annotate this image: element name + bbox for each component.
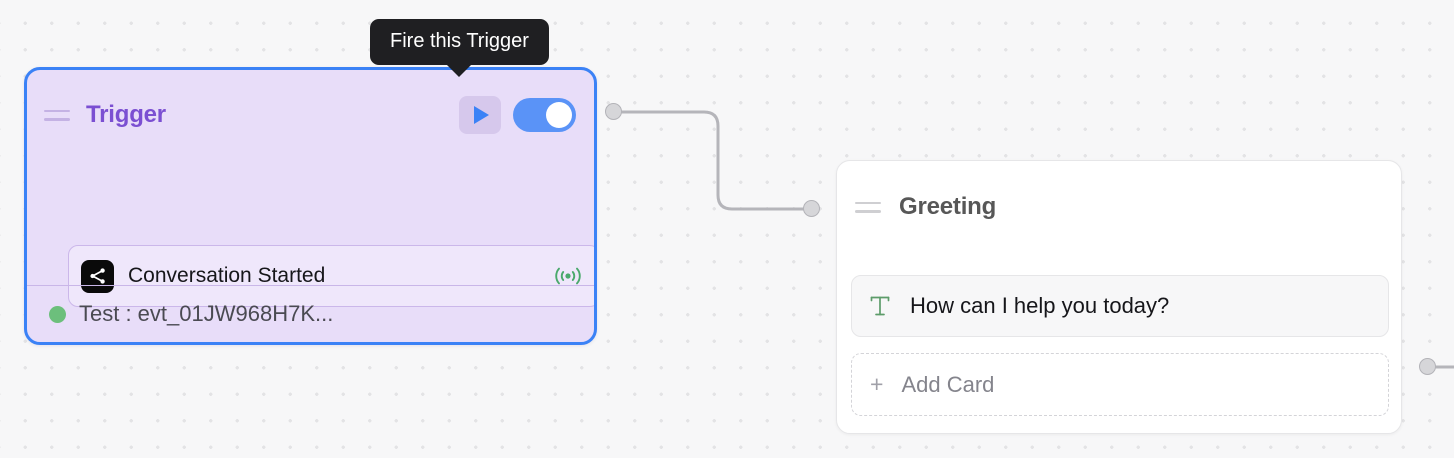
play-icon <box>474 106 489 124</box>
status-badge <box>49 305 66 323</box>
add-card-label: Add Card <box>901 371 995 397</box>
tooltip-text: Fire this Trigger <box>390 30 529 52</box>
plus-icon: + <box>870 371 884 397</box>
trigger-test-label: Test : evt_01JW968H7K... <box>79 301 334 326</box>
text-type-icon <box>868 293 892 319</box>
share-nodes-icon <box>81 259 114 293</box>
greeting-text-card[interactable]: How can I help you today? <box>851 275 1389 337</box>
trigger-test-row[interactable]: Test : evt_01JW968H7K... <box>27 286 594 342</box>
port-trigger-output[interactable] <box>605 103 622 120</box>
drag-handle-icon[interactable] <box>855 198 881 216</box>
toggle-knob <box>546 102 572 128</box>
trigger-node-header: Trigger <box>27 70 594 160</box>
drag-handle-icon[interactable] <box>44 106 70 124</box>
fire-trigger-tooltip: Fire this Trigger <box>370 19 549 65</box>
add-card-button[interactable]: + Add Card <box>851 353 1389 416</box>
trigger-enabled-toggle[interactable] <box>513 98 576 132</box>
port-greeting-output[interactable] <box>1419 358 1436 375</box>
page-title-greeting: Greeting <box>899 193 997 220</box>
fire-trigger-button[interactable] <box>459 96 501 134</box>
trigger-divider <box>27 285 594 286</box>
greeting-node-header: Greeting <box>837 161 1401 253</box>
trigger-event-label: Conversation Started <box>128 264 326 287</box>
trigger-event-card[interactable]: Conversation Started <box>68 245 594 307</box>
port-greeting-input[interactable] <box>803 200 820 217</box>
greeting-message-text: How can I help you today? <box>910 293 1170 318</box>
node-trigger[interactable]: Trigger Conversation Started <box>24 67 597 345</box>
node-greeting[interactable]: Greeting How can I help you today? + Add… <box>836 160 1402 434</box>
edge-trigger-to-greeting <box>620 110 814 211</box>
page-title-trigger: Trigger <box>86 101 166 128</box>
broadcast-icon <box>552 263 584 289</box>
